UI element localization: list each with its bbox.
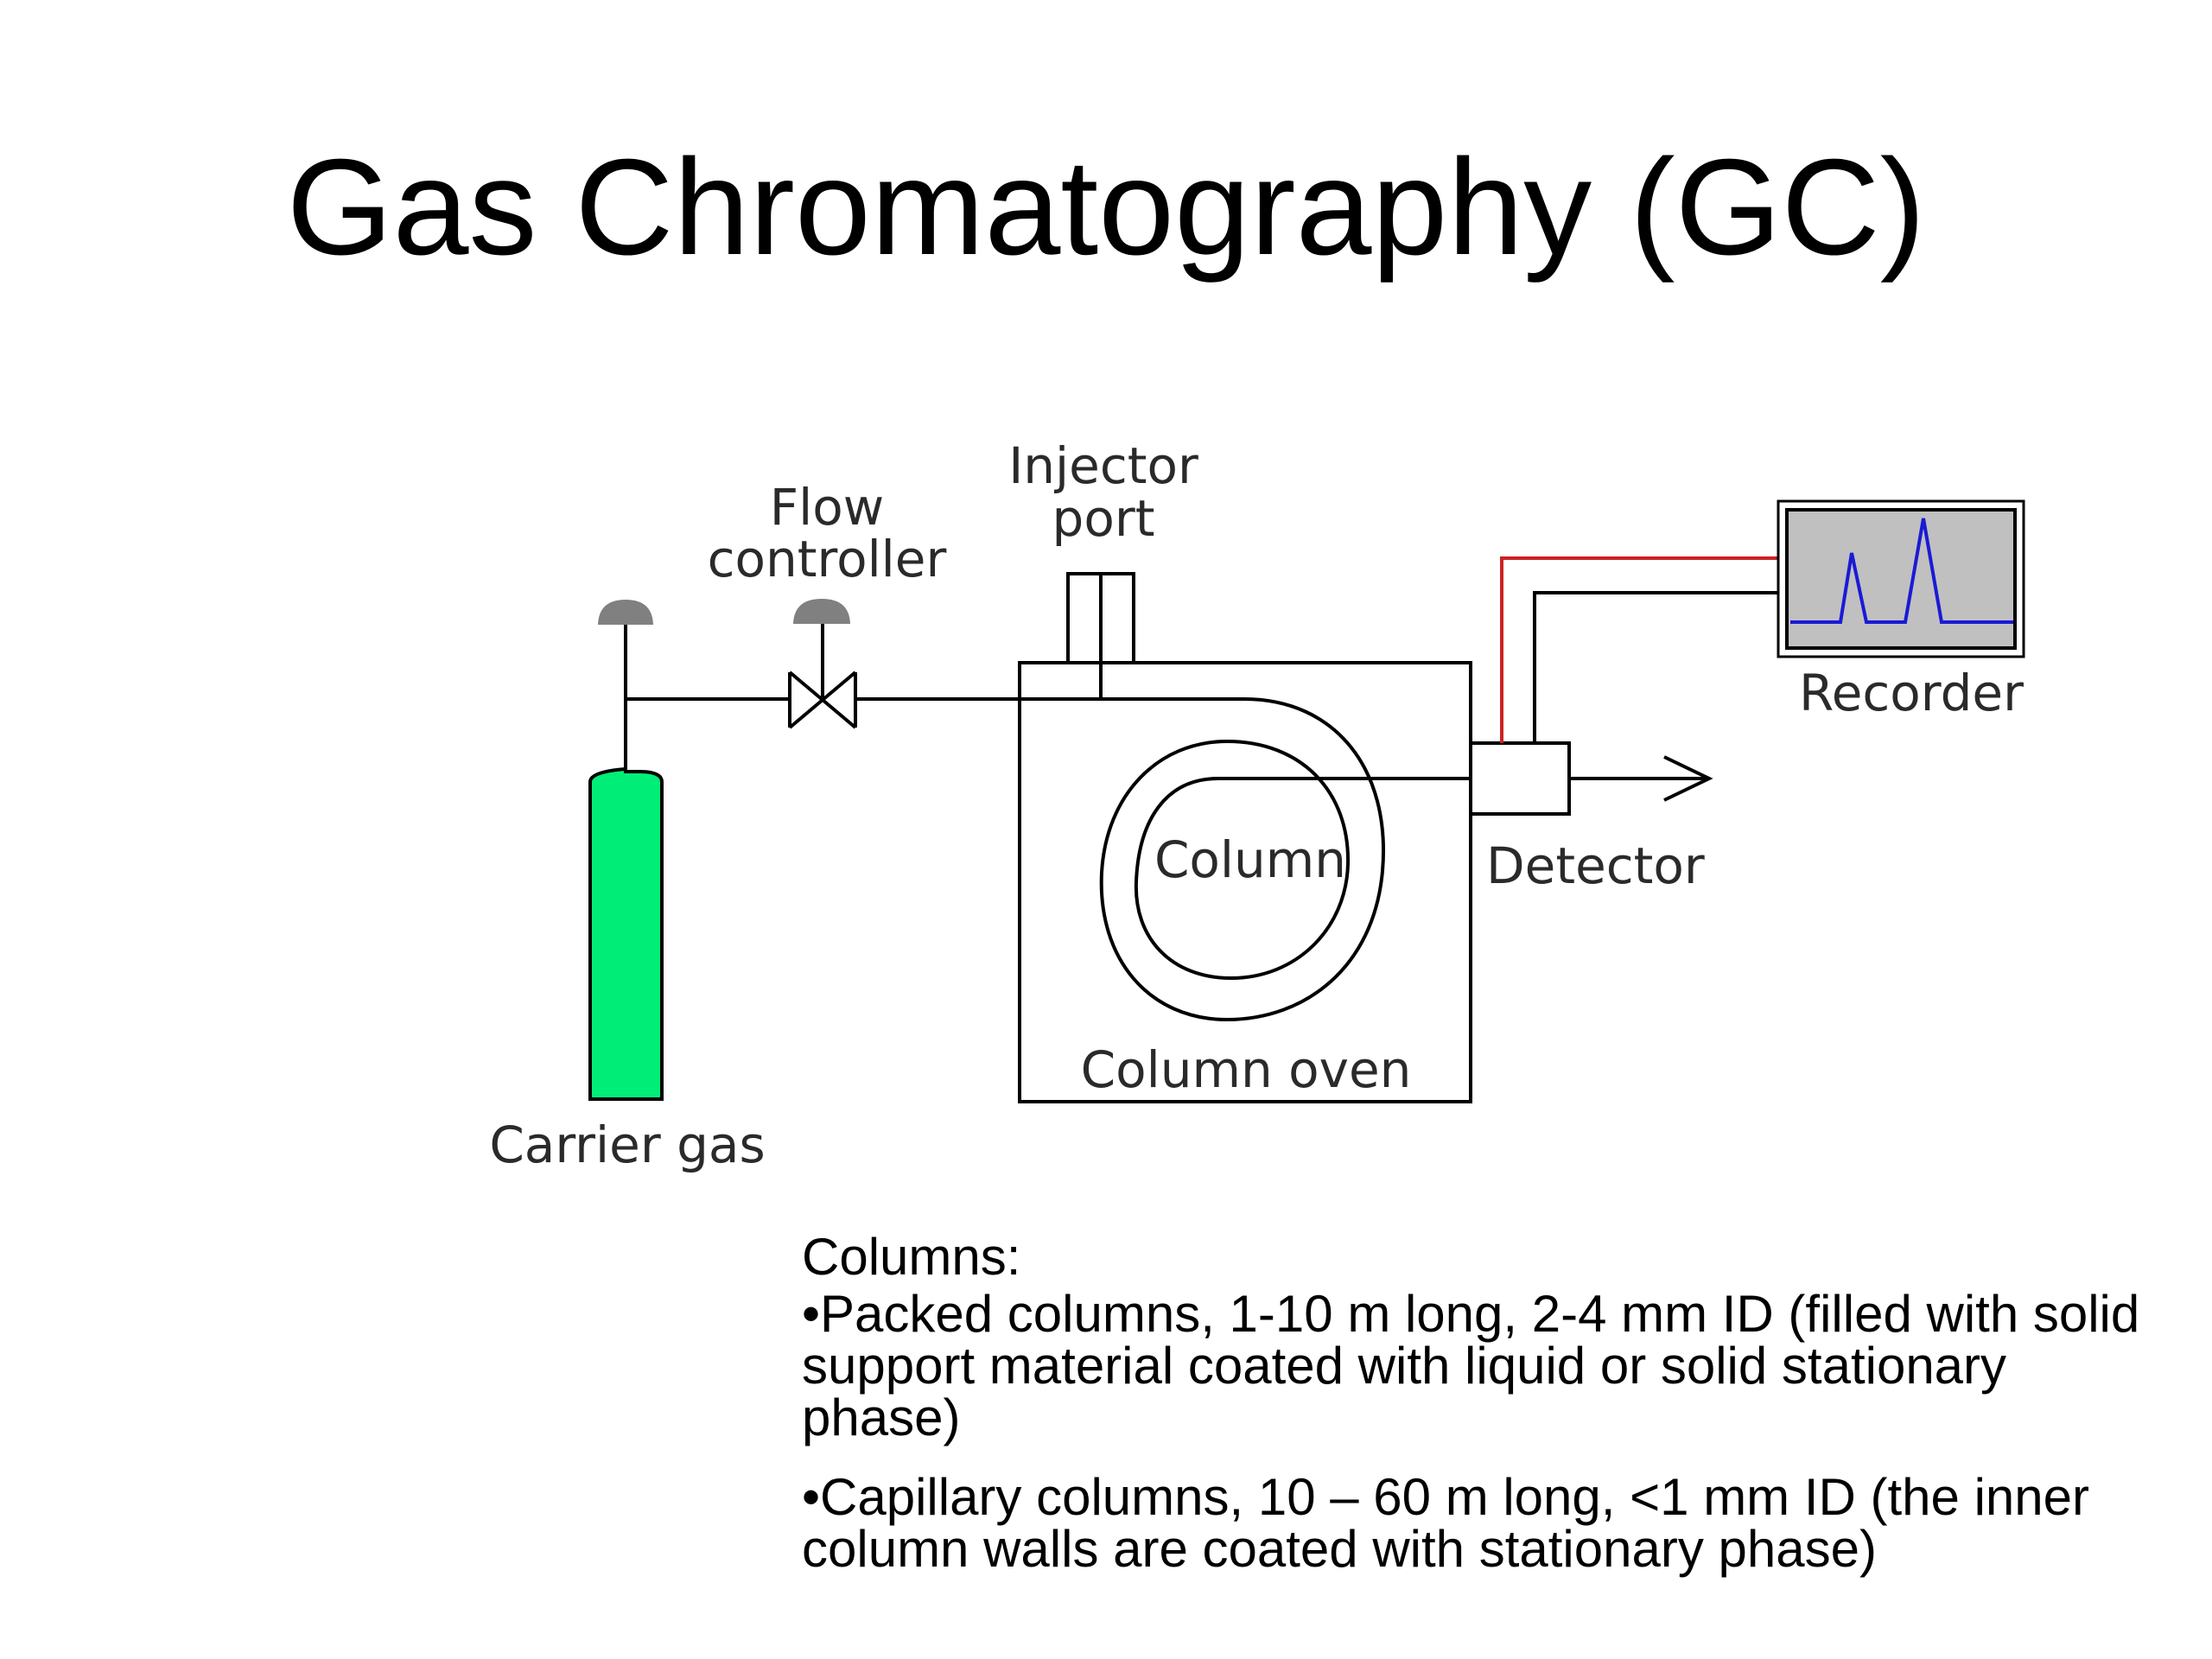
flow-controller-valve-icon: [788, 624, 857, 729]
exhaust-arrow-icon: [1663, 755, 1713, 802]
column-coil: [1020, 697, 1471, 1022]
injector-port-label-line1: Injector: [1008, 436, 1198, 495]
capillary-columns-bullet: •Capillary columns, 10 – 60 m long, <1 m…: [802, 1468, 2089, 1578]
flow-controller-knob-icon: [793, 599, 850, 624]
recorder-label: Recorder: [1799, 664, 2024, 722]
column-oven-label: Column oven: [1081, 1040, 1412, 1099]
signal-wire-red: [1500, 556, 1778, 743]
signal-wire-black: [1533, 591, 1778, 743]
detector-box: [1469, 741, 1571, 816]
carrier-gas-label: Carrier gas: [489, 1116, 765, 1174]
carrier-gas-cylinder: [588, 766, 664, 1101]
columns-notes: Columns: •Packed columns, 1-10 m long, 2…: [802, 1231, 2150, 1603]
injector-port-label-line2: port: [1052, 489, 1155, 548]
regulator-knob-icon: [598, 600, 653, 625]
recorder-unit: [1777, 499, 2025, 658]
packed-columns-bullet: •Packed columns, 1-10 m long, 2-4 mm ID …: [802, 1285, 2140, 1446]
injector-port: [1066, 572, 1135, 699]
detector-label: Detector: [1486, 836, 1705, 895]
slide-title: Gas Chromatography (GC): [286, 131, 1926, 283]
chromatogram-trace: [1790, 518, 2013, 624]
column-oven-box: [1018, 661, 1472, 1103]
flow-controller-label-line2: controller: [708, 530, 947, 588]
flow-controller-label-line1: Flow: [770, 478, 884, 537]
column-label: Column: [1154, 830, 1346, 889]
notes-heading: Columns:: [802, 1228, 1021, 1286]
